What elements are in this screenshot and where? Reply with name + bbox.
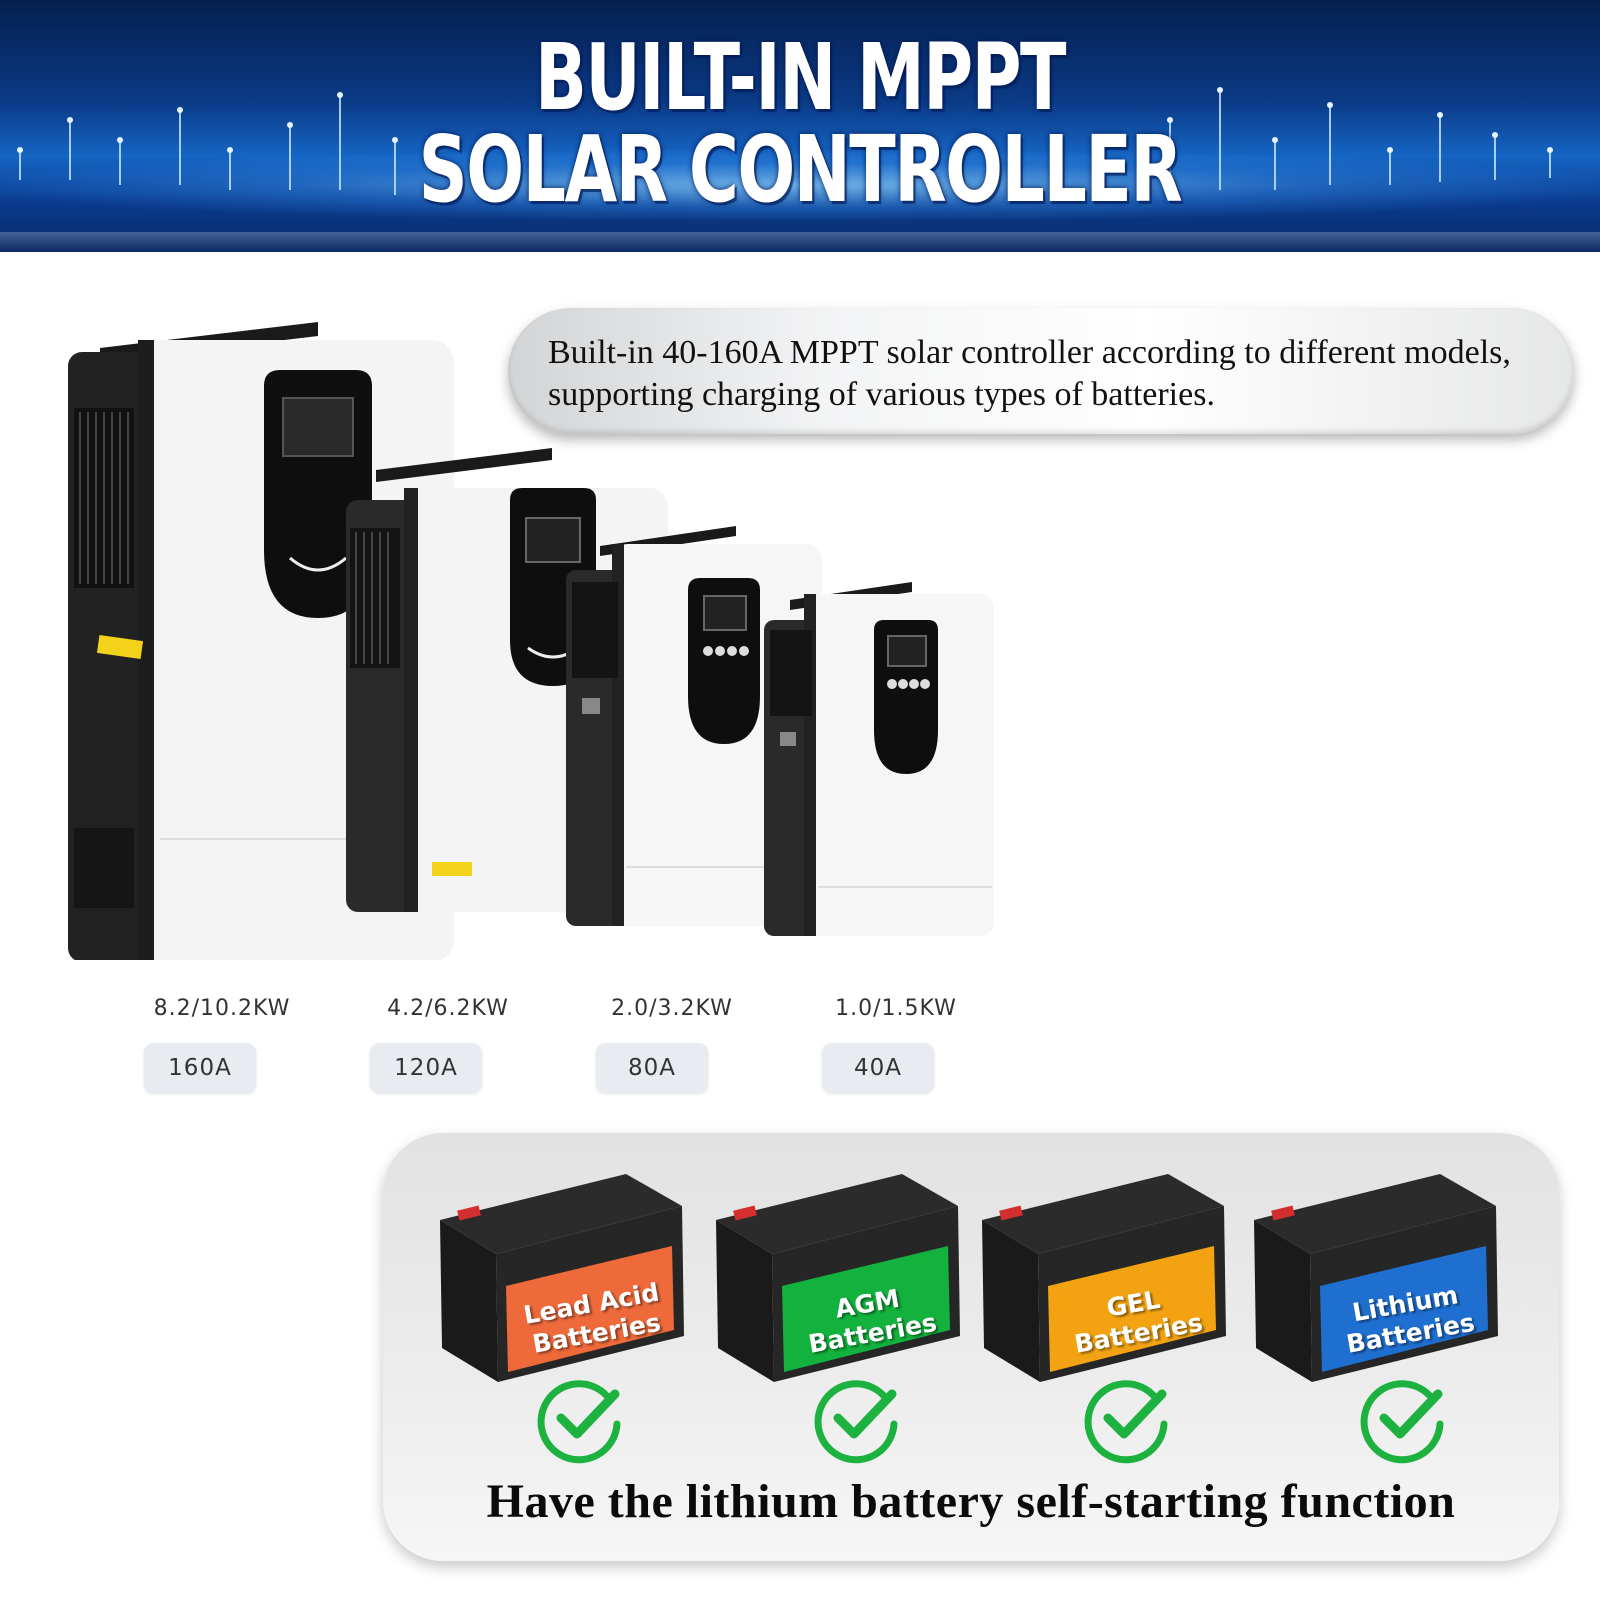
model-4-power: 1.0/1.5KW	[835, 996, 957, 1021]
model-3-power: 2.0/3.2KW	[611, 996, 733, 1021]
green-check-circle-icon	[537, 1380, 621, 1464]
banner-glow	[0, 150, 1600, 220]
inverter-illustration	[68, 322, 994, 960]
model-4-current-badge: 40A	[822, 1043, 934, 1093]
battery-gel: GEL Batteries	[978, 1168, 1228, 1388]
battery-lithium: Lithium Batteries	[1250, 1168, 1500, 1388]
banner-title-line1: BUILT-IN MPPT	[534, 24, 1067, 131]
green-check-circle-icon	[1360, 1380, 1444, 1464]
banner-stripe	[0, 232, 1600, 252]
battery-agm: AGM Batteries	[712, 1168, 962, 1388]
banner-light-poles	[17, 87, 1553, 195]
model-3-current-badge: 80A	[596, 1043, 708, 1093]
model-2-current-badge: 120A	[370, 1043, 482, 1093]
green-check-circle-icon	[814, 1380, 898, 1464]
battery-lead-acid: Lead Acid Batteries	[436, 1168, 686, 1388]
hero-banner: BUILT-IN MPPT SOLAR CONTROLLER	[0, 0, 1600, 252]
model-1-current-badge: 160A	[144, 1043, 256, 1093]
description-text: Built-in 40-160A MPPT solar controller a…	[548, 334, 1511, 413]
banner-title-line2: SOLAR CONTROLLER	[418, 116, 1183, 223]
footer-caption: Have the lithium battery self-starting f…	[486, 1475, 1456, 1528]
inverter-unit-4	[764, 582, 994, 936]
model-1-power: 8.2/10.2KW	[153, 996, 291, 1021]
green-check-circle-icon	[1084, 1380, 1168, 1464]
model-2-power: 4.2/6.2KW	[387, 996, 509, 1021]
description-pill: Built-in 40-160A MPPT solar controller a…	[508, 308, 1574, 434]
